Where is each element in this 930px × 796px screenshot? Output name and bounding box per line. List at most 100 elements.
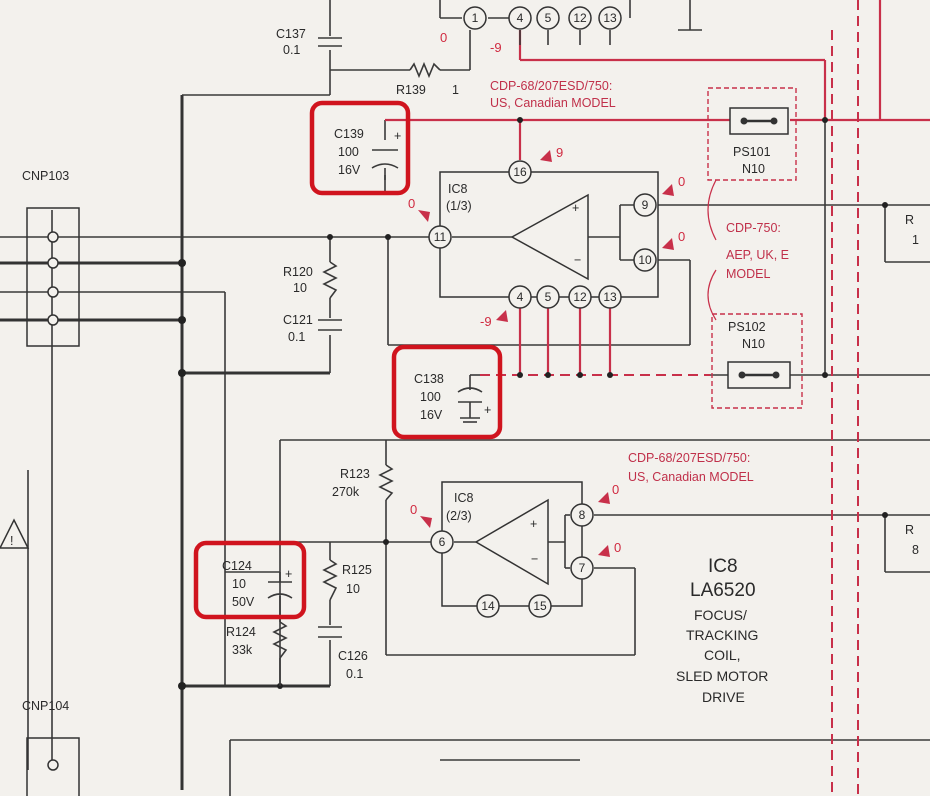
c124-value: 10 (232, 577, 246, 591)
note1-line1: CDP-68/207ESD/750: (490, 79, 612, 93)
resistor-r125: R125 10 (322, 559, 372, 601)
pin-11: 11 (434, 230, 447, 244)
r120-ref: R120 (283, 265, 313, 279)
pin-5-bottom: 5 (545, 290, 552, 304)
note2-line2: AEP, UK, E (726, 248, 789, 262)
c139-voltage: 16V (338, 163, 361, 177)
capacitor-c121: C121 0.1 (283, 313, 342, 344)
r124-value: 33k (232, 643, 253, 657)
note2-line3: MODEL (726, 267, 771, 281)
r120-value: 10 (293, 281, 307, 295)
cnp103-label: CNP103 (22, 169, 69, 183)
pin-6: 6 (439, 535, 446, 549)
protector-ps101: PS101 N10 (707, 87, 797, 181)
ic8-info-desc3: COIL, (704, 647, 741, 663)
ic8-unit-1: + − IC8 (1/3) 16 11 9 10 4 5 12 13 9 0 0… (408, 145, 685, 329)
pin-12-top: 12 (573, 11, 587, 25)
pin-1-top: 1 (472, 11, 479, 25)
edge-r-bot-val: 8 (912, 543, 919, 557)
r123-ref: R123 (340, 467, 370, 481)
voltage-pin4-top: -9 (490, 40, 502, 55)
voltage-pin7: 0 (614, 540, 621, 555)
svg-text:−: − (531, 552, 538, 566)
edge-r-bot: R (905, 523, 914, 537)
svg-text:+: + (285, 567, 292, 581)
c139-ref: C139 (334, 127, 364, 141)
r139-ref: R139 (396, 83, 426, 97)
r139-value: 1 (452, 83, 459, 97)
voltage-pin16: 9 (556, 145, 563, 160)
pin-7: 7 (579, 561, 586, 575)
pin-16: 16 (513, 165, 527, 179)
connector-cnp104: CNP104 (22, 699, 80, 796)
c138-voltage: 16V (420, 408, 443, 422)
ic8-info-desc5: DRIVE (702, 689, 745, 705)
pin-5-top: 5 (545, 11, 552, 25)
ic8-1-ref: IC8 (448, 182, 468, 196)
ps102-ref: PS102 (728, 320, 766, 334)
top-ic-pins: 1 4 5 12 13 0 -9 (439, 0, 631, 55)
pin-12-bottom: 12 (573, 290, 587, 304)
capacitor-c138: + C138 100 16V (391, 344, 503, 440)
svg-text:+: + (394, 129, 401, 143)
ic8-info-desc1: FOCUS/ (694, 607, 747, 623)
junction-dots (178, 117, 888, 690)
c137-value: 0.1 (283, 43, 300, 57)
c124-voltage: 50V (232, 595, 255, 609)
ic8-info-desc2: TRACKING (686, 627, 758, 643)
capacitor-c126: C126 0.1 (318, 626, 368, 681)
svg-text:−: − (574, 253, 581, 267)
c139-value: 100 (338, 145, 359, 159)
resistor-r123: R123 270k (332, 464, 394, 501)
ps101-value: N10 (742, 162, 765, 176)
resistor-r120: R120 10 (283, 261, 338, 299)
capacitor-c137: C137 0.1 (276, 27, 342, 57)
pin-13-top: 13 (603, 11, 617, 25)
c126-value: 0.1 (346, 667, 363, 681)
highlight-c124 (193, 540, 307, 620)
ps102-value: N10 (742, 337, 765, 351)
voltage-pin10: 0 (678, 229, 685, 244)
svg-text:+: + (530, 517, 537, 531)
ic8-info-part: LA6520 (690, 580, 756, 601)
voltage-pin4-bottom: -9 (480, 314, 492, 329)
c121-ref: C121 (283, 313, 313, 327)
r124-ref: R124 (226, 625, 256, 639)
r125-ref: R125 (342, 563, 372, 577)
ic8-2-ref: IC8 (454, 491, 474, 505)
pin-13-bottom: 13 (603, 290, 617, 304)
highlight-c138 (391, 344, 503, 440)
c138-ref: C138 (414, 372, 444, 386)
c124-ref: C124 (222, 559, 252, 573)
ic8-info-ref: IC8 (708, 556, 738, 577)
connector-cnp103: CNP103 (22, 169, 80, 347)
right-edge-resistors: R 1 R 8 (905, 213, 919, 557)
c121-value: 0.1 (288, 330, 305, 344)
edge-r-top-val: 1 (912, 233, 919, 247)
ps101-ref: PS101 (733, 145, 771, 159)
note3-line2: US, Canadian MODEL (628, 470, 754, 484)
voltage-pin8: 0 (612, 482, 619, 497)
red-power-traces (385, 0, 930, 796)
pin-4-top: 4 (517, 11, 524, 25)
c126-ref: C126 (338, 649, 368, 663)
note1-line2: US, Canadian MODEL (490, 96, 616, 110)
ic8-1-unit: (1/3) (446, 199, 472, 213)
protector-ps102: PS102 N10 (711, 313, 803, 409)
c138-value: 100 (420, 390, 441, 404)
resistor-r139: R139 1 (396, 61, 459, 97)
voltage-pin11: 0 (408, 196, 415, 211)
edge-r-top: R (905, 213, 914, 227)
pin-10: 10 (638, 253, 652, 267)
pin-4-bottom: 4 (517, 290, 524, 304)
model-notes: CDP-68/207ESD/750: US, Canadian MODEL CD… (490, 79, 789, 484)
note2-line1: CDP-750: (726, 221, 781, 235)
ic8-2-unit: (2/3) (446, 509, 472, 523)
pin-14: 14 (481, 599, 495, 613)
ic8-info-desc4: SLED MOTOR (676, 668, 768, 684)
r125-value: 10 (346, 582, 360, 596)
ic8-info-block: IC8 LA6520 FOCUS/ TRACKING COIL, SLED MO… (676, 556, 768, 705)
note3-line1: CDP-68/207ESD/750: (628, 451, 750, 465)
